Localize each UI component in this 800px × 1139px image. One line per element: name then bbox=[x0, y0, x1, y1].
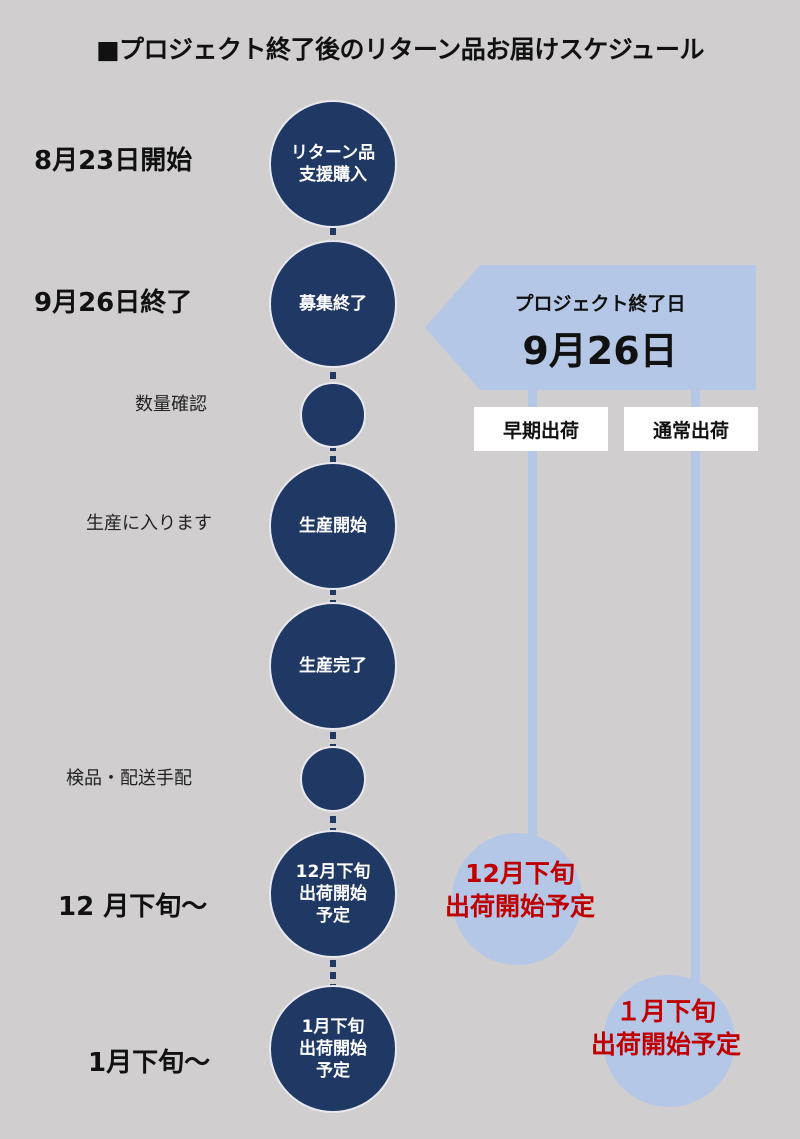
timeline-node-december-shipping: 12月下旬 出荷開始 予定 bbox=[269, 830, 397, 958]
page-title: ■プロジェクト終了後のリターン品お届けスケジュール bbox=[95, 35, 705, 64]
early-shipping-schedule: 12月下旬 出荷開始予定 bbox=[444, 859, 595, 921]
timeline-label-production-start: 生産に入ります bbox=[86, 513, 212, 534]
normal-shipping-tag: 通常出荷 bbox=[624, 407, 758, 451]
timeline-node-january-shipping: 1月下旬 出荷開始 予定 bbox=[269, 985, 397, 1113]
timeline-date-start: 8月23日開始 bbox=[34, 146, 193, 176]
normal-shipping-stem bbox=[691, 380, 700, 990]
early-shipping-circle bbox=[452, 833, 582, 965]
timeline-date-end: 9月26日終了 bbox=[34, 288, 193, 318]
timeline-label-quantity-check: 数量確認 bbox=[135, 394, 207, 415]
timeline-date-december: 12 月下旬～ bbox=[58, 892, 208, 922]
timeline-label-inspection-shipping: 検品・配送手配 bbox=[66, 768, 192, 789]
project-end-date: 9月26日 bbox=[522, 329, 678, 373]
project-end-arrow bbox=[425, 265, 756, 390]
project-end-subtitle: プロジェクト終了日 bbox=[514, 293, 686, 315]
timeline-node-recruitment-end: 募集終了 bbox=[269, 240, 397, 368]
timeline-date-january: 1月下旬～ bbox=[88, 1048, 211, 1078]
normal-shipping-circle bbox=[603, 975, 735, 1107]
normal-shipping-schedule: １月下旬 出荷開始予定 bbox=[590, 997, 741, 1059]
timeline-node-support-purchase: リターン品 支援購入 bbox=[269, 100, 397, 228]
timeline-node-quantity-check bbox=[300, 382, 366, 448]
timeline-node-production-start: 生産開始 bbox=[269, 462, 397, 590]
timeline-node-production-complete: 生産完了 bbox=[269, 602, 397, 730]
early-shipping-tag: 早期出荷 bbox=[474, 407, 608, 451]
timeline-node-inspection bbox=[300, 746, 366, 812]
early-shipping-stem bbox=[528, 380, 537, 860]
